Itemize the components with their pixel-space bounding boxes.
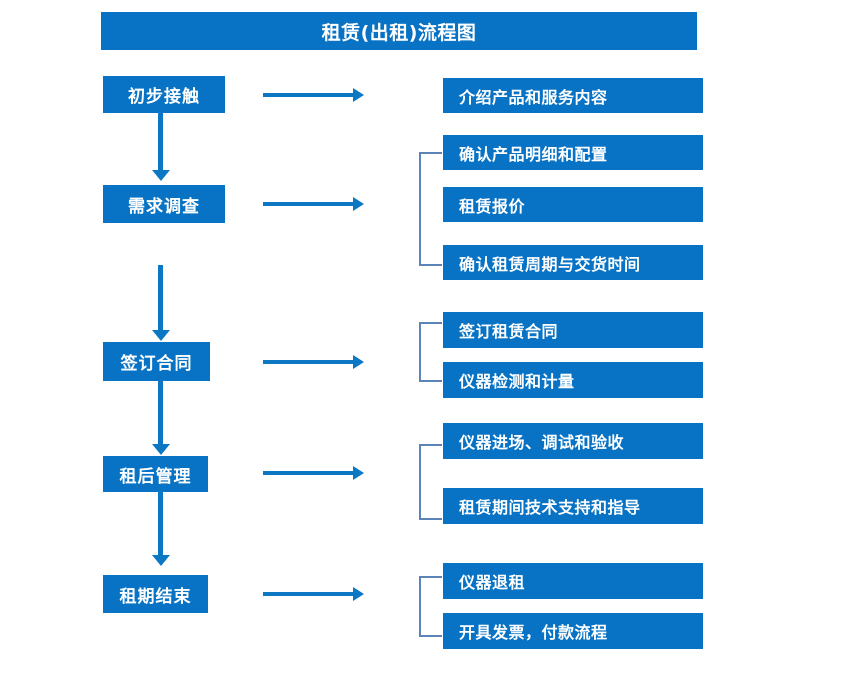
arrow-shaft (263, 93, 353, 97)
detail-box-3-1[interactable]: 租赁期间技术支持和指导 (443, 488, 703, 524)
arrow-shaft (158, 381, 163, 444)
arrow-head (353, 88, 364, 102)
arrow-head (353, 355, 364, 369)
arrow-head (353, 197, 364, 211)
arrow-head (152, 555, 170, 566)
stage-arrow-right-1 (263, 197, 364, 211)
arrow-head (353, 466, 364, 480)
arrow-shaft (158, 492, 163, 555)
arrow-shaft (158, 113, 163, 170)
stage-node-1[interactable]: 需求调查 (103, 185, 225, 223)
arrow-head (152, 170, 170, 181)
arrow-shaft (263, 360, 353, 364)
stage-node-3[interactable]: 租后管理 (103, 456, 208, 492)
detail-box-0-0[interactable]: 介绍产品和服务内容 (443, 78, 703, 113)
stage-connector-0-1 (152, 113, 170, 181)
group-bracket-3 (419, 444, 442, 520)
group-bracket-4 (419, 576, 442, 637)
arrow-shaft (263, 471, 353, 475)
detail-box-3-0[interactable]: 仪器进场、调试和验收 (443, 423, 703, 459)
diagram-title: 租赁(出租)流程图 (101, 12, 697, 50)
detail-box-4-0[interactable]: 仪器退租 (443, 563, 703, 599)
stage-node-2[interactable]: 签订合同 (103, 342, 210, 381)
stage-connector-3-4 (152, 492, 170, 566)
detail-box-1-2[interactable]: 确认租赁周期与交货时间 (443, 245, 703, 280)
detail-box-2-1[interactable]: 仪器检测和计量 (443, 362, 703, 398)
arrow-head (152, 330, 170, 341)
detail-box-2-0[interactable]: 签订租赁合同 (443, 312, 703, 348)
detail-box-1-0[interactable]: 确认产品明细和配置 (443, 135, 703, 170)
detail-box-1-1[interactable]: 租赁报价 (443, 187, 703, 222)
detail-box-4-1[interactable]: 开具发票，付款流程 (443, 613, 703, 649)
arrow-shaft (263, 592, 353, 596)
stage-connector-1-2 (152, 265, 170, 341)
stage-arrow-right-4 (263, 587, 364, 601)
arrow-head (353, 587, 364, 601)
group-bracket-1 (419, 152, 442, 266)
arrow-shaft (263, 202, 353, 206)
group-bracket-2 (419, 322, 442, 382)
stage-connector-2-3 (152, 381, 170, 455)
stage-node-0[interactable]: 初步接触 (103, 76, 225, 113)
stage-node-4[interactable]: 租期结束 (103, 575, 208, 613)
arrow-head (152, 444, 170, 455)
arrow-shaft (158, 265, 163, 330)
stage-arrow-right-0 (263, 88, 364, 102)
stage-arrow-right-2 (263, 355, 364, 369)
stage-arrow-right-3 (263, 466, 364, 480)
